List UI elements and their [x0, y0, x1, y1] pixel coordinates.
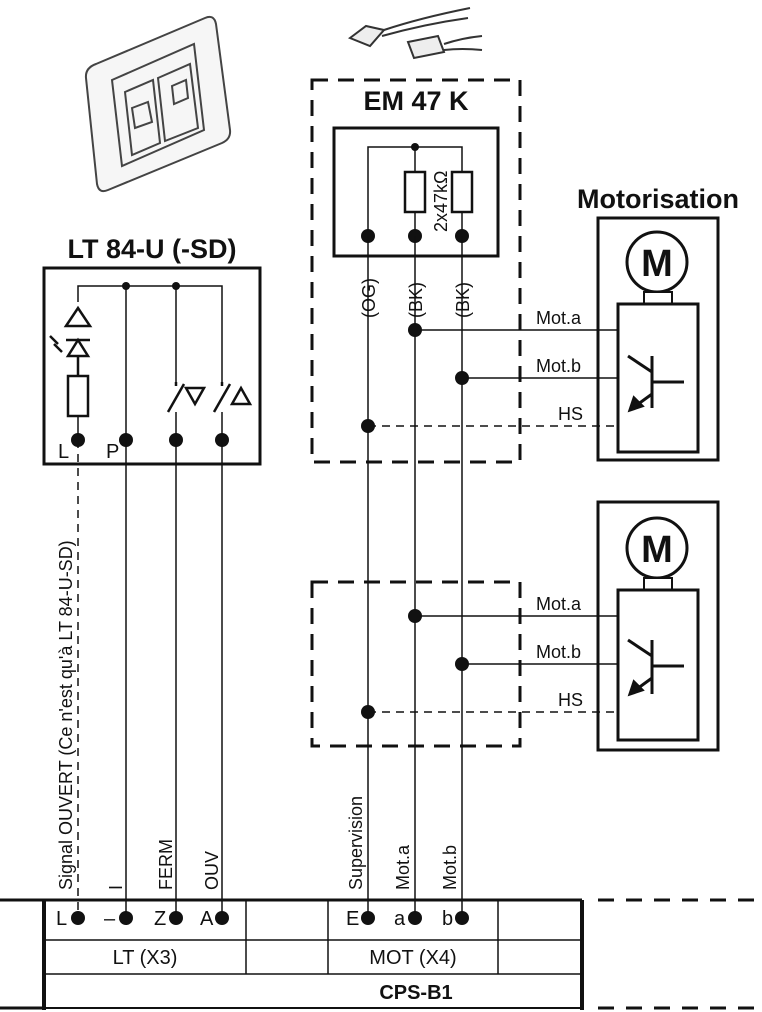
motor-icon: M — [625, 516, 689, 591]
wire-label-og: (OG) — [359, 278, 379, 318]
switch-icon — [166, 382, 253, 413]
diode-icon — [49, 305, 93, 376]
cps-terminal-dash: – — [104, 908, 116, 930]
lt84u-title: LT 84-U (-SD) — [68, 234, 237, 264]
mot-a-label-bottom: Mot.a — [536, 594, 582, 614]
resistor-label: 2x47kΩ — [431, 171, 451, 233]
label-mot-a: Mot.a — [393, 844, 413, 890]
drive-box-bottom — [616, 588, 700, 742]
wall-switch-icon — [84, 15, 232, 193]
transistor-icon — [627, 638, 684, 697]
label-ferm: FERM — [156, 839, 176, 890]
motor-box-bottom — [596, 500, 720, 752]
em47k-title: EM 47 K — [363, 86, 469, 116]
motor-symbol-top: M — [641, 243, 673, 285]
label-ouv: OUV — [202, 851, 222, 890]
em47k-inner-box — [332, 126, 500, 258]
lt-terminal-l: L — [58, 441, 69, 463]
cps-mot-label: MOT (X4) — [369, 947, 456, 969]
cps-terminal-b: b — [442, 908, 453, 930]
motor-icon: M — [625, 230, 689, 305]
transistor-icon — [627, 354, 684, 413]
wire-label-bk-2: (BK) — [453, 282, 473, 318]
hs-label-top: HS — [558, 404, 583, 424]
mot-b-label-top: Mot.b — [536, 356, 581, 376]
mot-a-label-top: Mot.a — [536, 308, 582, 328]
cps-terminal-e: E — [346, 908, 359, 930]
sensor-cable-icon — [347, 7, 483, 60]
motor-symbol-bottom: M — [641, 529, 673, 571]
lt-terminal-p: P — [106, 441, 119, 463]
lt84u-box — [42, 266, 262, 466]
cps-lt-label: LT (X3) — [113, 947, 178, 969]
cps-name: CPS-B1 — [379, 982, 452, 1004]
em47k-dashed-box — [310, 78, 522, 464]
cps-terminal-z: Z — [154, 908, 166, 930]
cps-block — [0, 898, 762, 1010]
drive-box-top — [616, 302, 700, 454]
signal-ouvert-note: Signal OUVERT (Ce n'est qu'à LT 84-U-SD) — [56, 540, 76, 890]
resistor-1 — [403, 170, 427, 214]
mot-b-label-bottom: Mot.b — [536, 642, 581, 662]
label-i: I — [106, 885, 126, 890]
label-supervision: Supervision — [346, 796, 366, 890]
lt-resistor — [66, 374, 90, 418]
motorisation-title: Motorisation — [577, 184, 739, 214]
motor-box-top — [596, 216, 720, 462]
resistor-2 — [450, 170, 474, 214]
cps-terminal-l: L — [56, 908, 67, 930]
cps-terminal-a: A — [200, 908, 214, 930]
wire-label-bk-1: (BK) — [406, 282, 426, 318]
label-mot-b: Mot.b — [440, 845, 460, 890]
cps-terminal-a-mot: a — [394, 908, 406, 930]
hs-label-bottom: HS — [558, 690, 583, 710]
